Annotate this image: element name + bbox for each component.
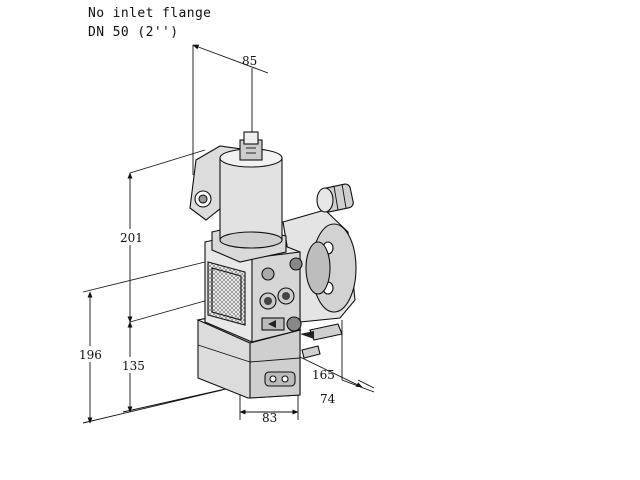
dim-label-196: 196: [79, 348, 102, 362]
dimension-depth: 165 74: [299, 320, 375, 406]
note-no-inlet-flange: No inlet flange: [88, 6, 212, 21]
solenoid-coil: [189, 131, 287, 263]
dim-label-74: 74: [320, 392, 336, 406]
valve-body: [204, 231, 303, 343]
outlet-flange: [282, 209, 357, 323]
dimension-upper-height: 201: [118, 149, 209, 323]
note-dn-size: DN 50 (2''): [88, 25, 179, 40]
dim-label-85: 85: [242, 54, 257, 68]
dim-label-83: 83: [262, 411, 277, 425]
dim-label-201: 201: [120, 231, 143, 245]
test-nipples: [300, 323, 343, 359]
cable-gland: [316, 183, 354, 213]
dimension-lower-height: 135: [118, 321, 231, 413]
dim-label-135: 135: [122, 359, 145, 373]
dimension-total-height: 196: [77, 261, 223, 424]
dim-label-165: 165: [312, 368, 335, 382]
valve-assembly: [189, 131, 357, 399]
